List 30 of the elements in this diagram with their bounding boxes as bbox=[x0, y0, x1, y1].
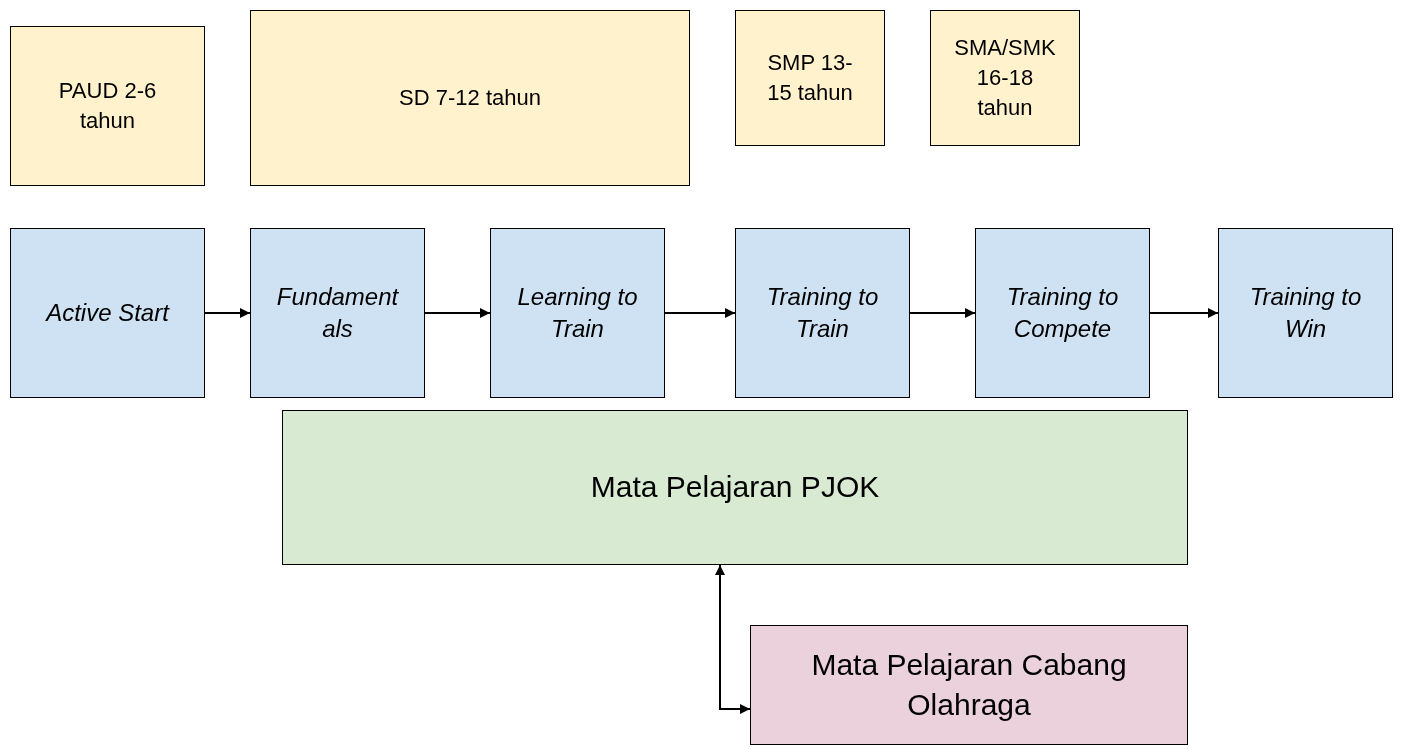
age-label: SMP 13-15 tahun bbox=[766, 49, 854, 107]
arrow bbox=[424, 308, 491, 318]
age-group-box bbox=[250, 10, 690, 186]
stage-label: Active Start bbox=[46, 297, 169, 328]
stage-box bbox=[975, 228, 1150, 398]
subject-box bbox=[750, 625, 1188, 745]
age-label: SMA/SMK 16-18 tahun bbox=[953, 34, 1057, 122]
subject-box bbox=[282, 410, 1188, 565]
stage-box bbox=[1218, 228, 1393, 398]
age-group-box bbox=[735, 10, 885, 146]
stage-label: Training to Win bbox=[1248, 281, 1363, 344]
stage-box bbox=[735, 228, 910, 398]
age-label: PAUD 2-6 tahun bbox=[57, 77, 158, 135]
arrow bbox=[1149, 308, 1219, 318]
stage-box bbox=[490, 228, 665, 398]
stage-label: Training to Train bbox=[765, 281, 880, 344]
stage-label: Fundamentals bbox=[275, 281, 400, 344]
arrow bbox=[664, 308, 736, 318]
subject-label: Mata Pelajaran PJOK bbox=[590, 469, 880, 506]
stage-label: Training to Compete bbox=[1005, 281, 1120, 344]
age-group-box bbox=[930, 10, 1080, 146]
stage-box bbox=[250, 228, 425, 398]
age-label: SD 7-12 tahun bbox=[399, 84, 541, 113]
arrow bbox=[204, 308, 251, 318]
stage-label: Learning to Train bbox=[516, 281, 639, 344]
arrow bbox=[715, 564, 751, 714]
arrow bbox=[909, 308, 976, 318]
subject-label: Mata Pelajaran Cabang Olahraga bbox=[810, 646, 1128, 723]
age-group-box bbox=[10, 26, 205, 186]
stage-box bbox=[10, 228, 205, 398]
